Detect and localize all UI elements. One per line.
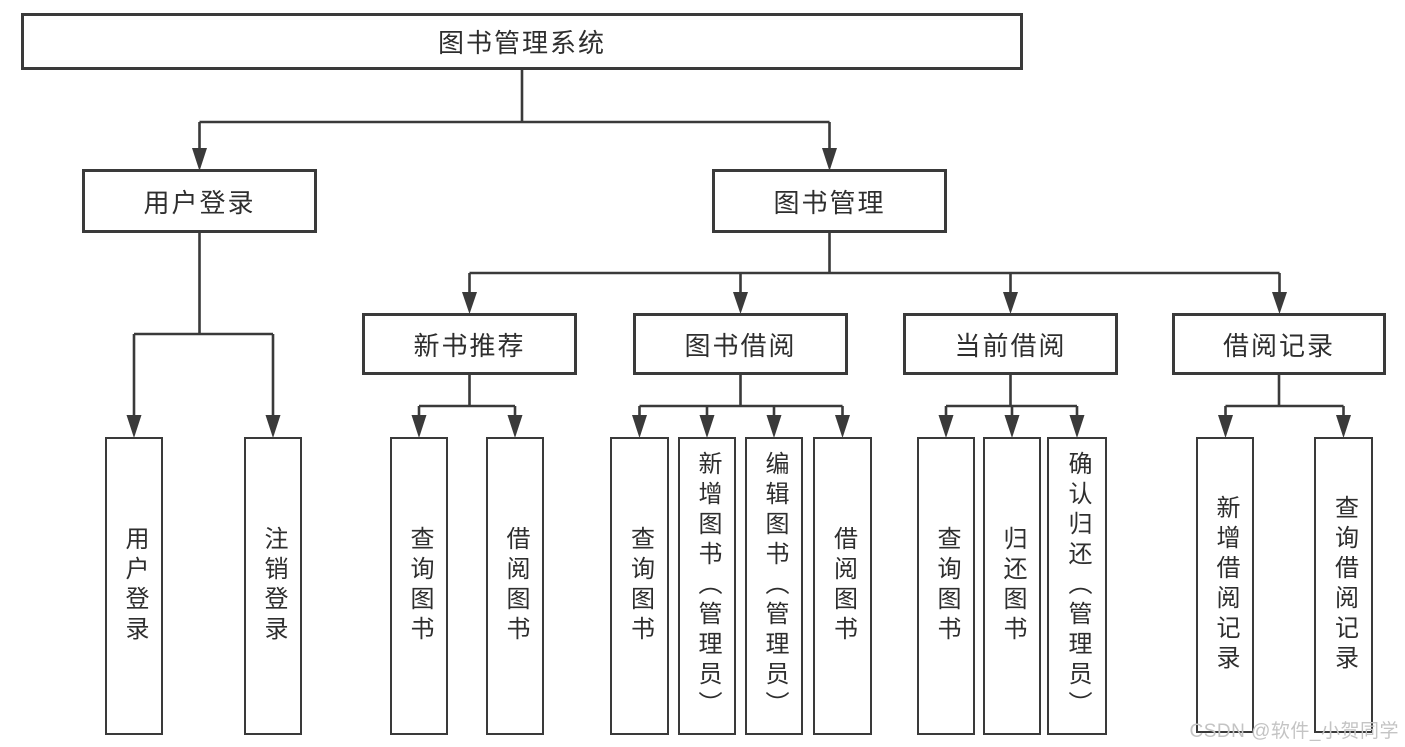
leaf-return-books: 归还图书 xyxy=(983,437,1041,735)
node-user-login-branch: 用户登录 xyxy=(82,169,317,233)
connector-book-borrow xyxy=(632,375,850,438)
leaf-edit-books-admin: 编辑图书（管理员） xyxy=(745,437,803,735)
node-current-borrow: 当前借阅 xyxy=(903,313,1118,375)
node-borrow-records: 借阅记录 xyxy=(1172,313,1386,375)
leaf-logout: 注销登录 xyxy=(244,437,302,735)
arrowhead-icon xyxy=(938,415,954,438)
leaf-query-books-current: 查询图书 xyxy=(917,437,975,735)
leaf-add-borrow-record: 新增借阅记录 xyxy=(1196,437,1254,733)
arrowhead-icon xyxy=(462,292,477,314)
connector-new-book xyxy=(411,375,523,438)
leaf-user-login: 用户登录 xyxy=(105,437,163,735)
leaf-query-books-recommend: 查询图书 xyxy=(390,437,448,735)
arrowhead-icon xyxy=(766,415,782,438)
arrowhead-icon xyxy=(1218,415,1233,438)
node-root: 图书管理系统 xyxy=(21,13,1023,70)
connector-user-login xyxy=(126,233,281,438)
leaf-query-borrow-record: 查询借阅记录 xyxy=(1314,437,1373,733)
arrowhead-icon xyxy=(733,292,748,314)
connector-borrow-records xyxy=(1218,375,1351,438)
arrowhead-icon xyxy=(1003,292,1018,314)
arrowhead-icon xyxy=(411,415,427,438)
arrowhead-icon xyxy=(192,148,207,171)
arrowhead-icon xyxy=(1069,415,1085,438)
leaf-query-books-borrow: 查询图书 xyxy=(610,437,669,735)
arrowhead-icon xyxy=(835,415,850,438)
node-book-management-branch: 图书管理 xyxy=(712,169,947,233)
leaf-borrow-books-recommend: 借阅图书 xyxy=(486,437,544,735)
arrowhead-icon xyxy=(265,415,281,438)
arrowhead-icon xyxy=(126,415,142,438)
node-book-borrow: 图书借阅 xyxy=(633,313,848,375)
arrowhead-icon xyxy=(507,415,523,438)
watermark: CSDN @软件_小贺同学 xyxy=(1189,721,1399,742)
arrowhead-icon xyxy=(699,415,715,438)
connector-book-management xyxy=(462,233,1287,314)
leaf-borrow-books: 借阅图书 xyxy=(813,437,872,735)
leaf-confirm-return-admin: 确认归还（管理员） xyxy=(1047,437,1107,735)
arrowhead-icon xyxy=(1004,415,1020,438)
leaf-add-books-admin: 新增图书（管理员） xyxy=(678,437,736,735)
arrowhead-icon xyxy=(632,415,647,438)
arrowhead-icon xyxy=(822,148,837,171)
connector-root xyxy=(192,70,837,171)
node-new-book-recommend: 新书推荐 xyxy=(362,313,577,375)
connector-current-borrow xyxy=(938,375,1085,438)
arrowhead-icon xyxy=(1272,292,1287,314)
arrowhead-icon xyxy=(1336,415,1351,438)
